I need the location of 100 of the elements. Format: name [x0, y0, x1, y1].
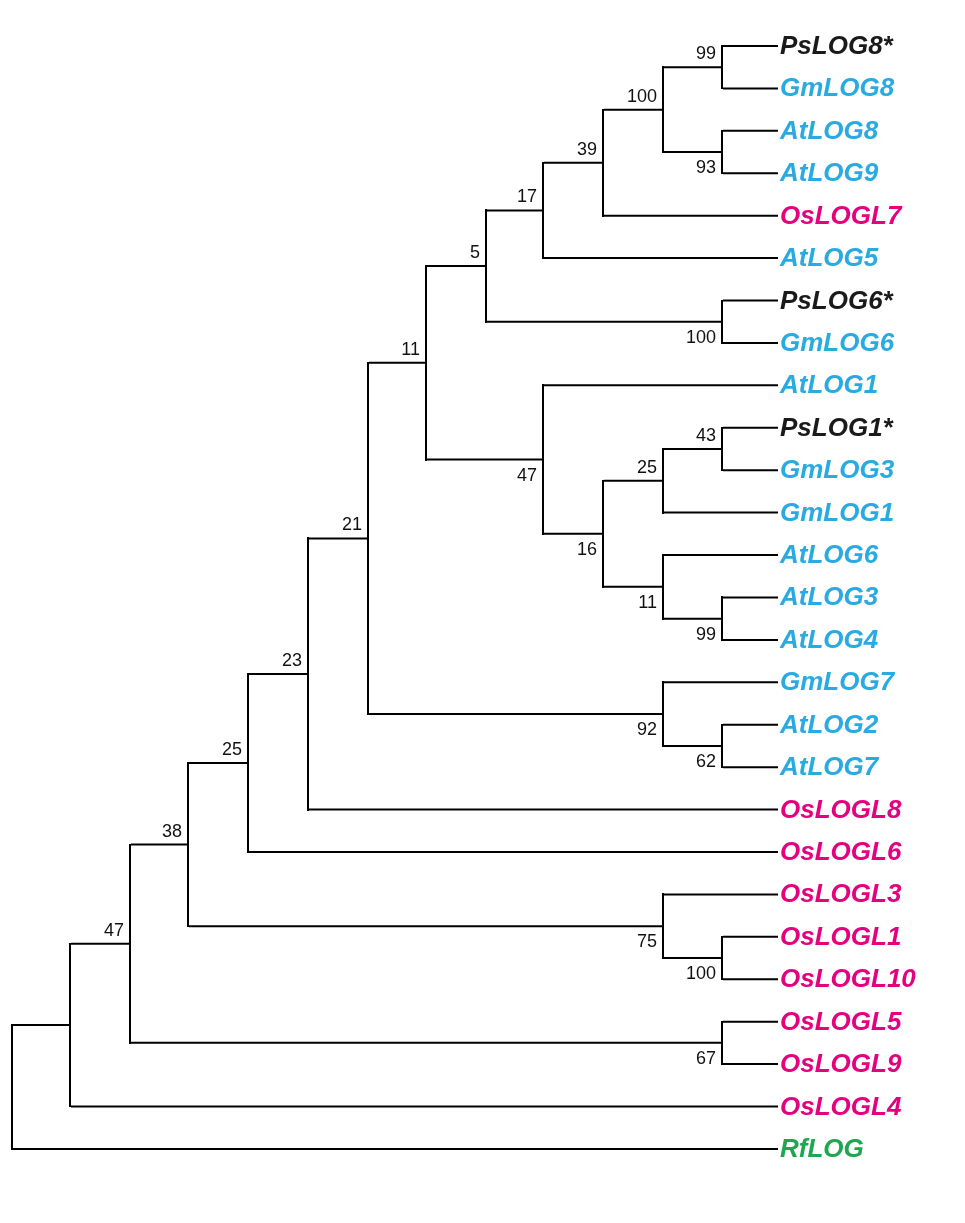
taxon-label: PsLOG1*	[780, 411, 893, 442]
tree-branch	[663, 66, 723, 69]
tree-branch	[130, 843, 189, 846]
tree-branch	[368, 361, 427, 364]
tree-branch	[603, 214, 779, 217]
tree-branch	[426, 458, 544, 461]
taxon-label: AtLOG7	[780, 751, 879, 782]
tree-branch	[663, 744, 723, 747]
bootstrap-value: 11	[401, 338, 420, 359]
tree-branch	[663, 681, 779, 684]
tree-branch	[722, 45, 779, 47]
taxon-label: GmLOG8	[780, 72, 895, 103]
taxon-label: OsLOGL1	[780, 920, 902, 951]
tree-branch	[722, 935, 779, 938]
tree-branch	[603, 585, 664, 588]
tree-branch	[722, 766, 779, 769]
tree-branch	[722, 426, 779, 429]
tree-branch	[426, 265, 487, 268]
taxon-label: GmLOG7	[780, 666, 895, 697]
taxon-label: GmLOG1	[780, 496, 895, 527]
tree-branch	[722, 469, 779, 472]
tree-branch	[603, 108, 664, 111]
bootstrap-value: 100	[685, 963, 716, 983]
bootstrap-value: 75	[636, 931, 657, 952]
tree-branch	[188, 762, 249, 764]
tree-branch	[308, 537, 369, 540]
tree-branch	[722, 978, 779, 981]
bootstrap-value: 17	[516, 186, 537, 207]
tree-branch	[543, 257, 779, 260]
tree-branch	[722, 129, 779, 132]
bootstrap-value: 62	[695, 750, 716, 771]
bootstrap-value: 43	[695, 425, 716, 445]
tree-branch	[722, 723, 779, 726]
taxon-label: RfLOG	[780, 1132, 864, 1163]
tree-branch	[248, 851, 779, 853]
tree-branch	[663, 511, 779, 514]
taxon-label: AtLOG1	[780, 369, 879, 400]
tree-branch	[248, 673, 309, 675]
bootstrap-value: 23	[281, 650, 302, 670]
taxon-label: AtLOG2	[780, 708, 879, 739]
taxon-label: OsLOGL8	[780, 793, 902, 824]
tree-branch	[188, 925, 664, 928]
tree-branch	[663, 554, 779, 557]
taxon-label: GmLOG6	[780, 326, 895, 357]
bootstrap-value: 25	[636, 456, 657, 477]
tree-branch	[70, 942, 131, 945]
bootstrap-value: 38	[161, 820, 182, 841]
tree-branch	[663, 893, 779, 896]
taxon-label: AtLOG4	[780, 623, 879, 654]
tree-branch	[12, 1147, 779, 1150]
tree-branch	[722, 341, 779, 344]
bootstrap-value: 67	[695, 1047, 716, 1068]
bootstrap-value: 39	[576, 138, 597, 159]
taxon-label: OsLOGL7	[780, 199, 902, 230]
tree-branch	[663, 151, 723, 154]
taxon-label: OsLOGL10	[780, 963, 916, 994]
bootstrap-value: 93	[695, 157, 716, 178]
tree-branch	[722, 638, 779, 641]
taxon-label: OsLOGL3	[780, 878, 902, 909]
bootstrap-value: 25	[221, 739, 242, 759]
tree-branch	[722, 299, 779, 302]
bootstrap-value: 99	[695, 43, 716, 64]
tree-branch	[663, 957, 723, 960]
bootstrap-value: 100	[626, 85, 657, 106]
bootstrap-value: 47	[516, 464, 537, 485]
taxon-label: OsLOGL9	[780, 1048, 902, 1079]
taxon-label: PsLOG8*	[780, 30, 893, 60]
taxon-label: AtLOG3	[780, 581, 879, 612]
bootstrap-value: 16	[576, 538, 597, 559]
tree-branch	[70, 1105, 779, 1108]
taxon-label: OsLOGL4	[780, 1090, 902, 1121]
taxon-label: AtLOG6	[780, 539, 879, 570]
taxon-label: PsLOG6*	[780, 284, 893, 315]
bootstrap-value: 21	[341, 514, 362, 535]
tree-branch	[663, 448, 723, 450]
tree-branch	[722, 172, 779, 175]
tree-branch	[722, 87, 779, 90]
bootstrap-value: 47	[103, 919, 124, 940]
tree-branch	[603, 479, 664, 482]
taxon-label: AtLOG9	[780, 157, 879, 188]
tree-branch	[543, 161, 604, 164]
tree-branch	[543, 532, 604, 535]
tree-branch	[722, 1063, 779, 1066]
taxon-label: OsLOGL5	[780, 1005, 902, 1036]
bootstrap-value: 5	[470, 242, 480, 263]
tree-branch	[722, 1020, 779, 1023]
bootstrap-value: 99	[695, 623, 716, 644]
taxon-label: AtLOG5	[780, 242, 879, 273]
taxon-label: AtLOG8	[780, 114, 879, 145]
taxon-label: GmLOG3	[780, 454, 895, 485]
tree-branch	[663, 617, 723, 620]
tree-branch	[130, 1041, 723, 1044]
bootstrap-value: 100	[685, 326, 716, 347]
tree-branch	[543, 384, 779, 387]
tree-branch	[368, 713, 664, 716]
bootstrap-value: 11	[638, 591, 657, 612]
taxon-label: OsLOGL6	[780, 835, 902, 866]
tree-branch	[308, 808, 779, 811]
bootstrap-value: 92	[636, 719, 657, 740]
tree-branch	[486, 320, 723, 323]
